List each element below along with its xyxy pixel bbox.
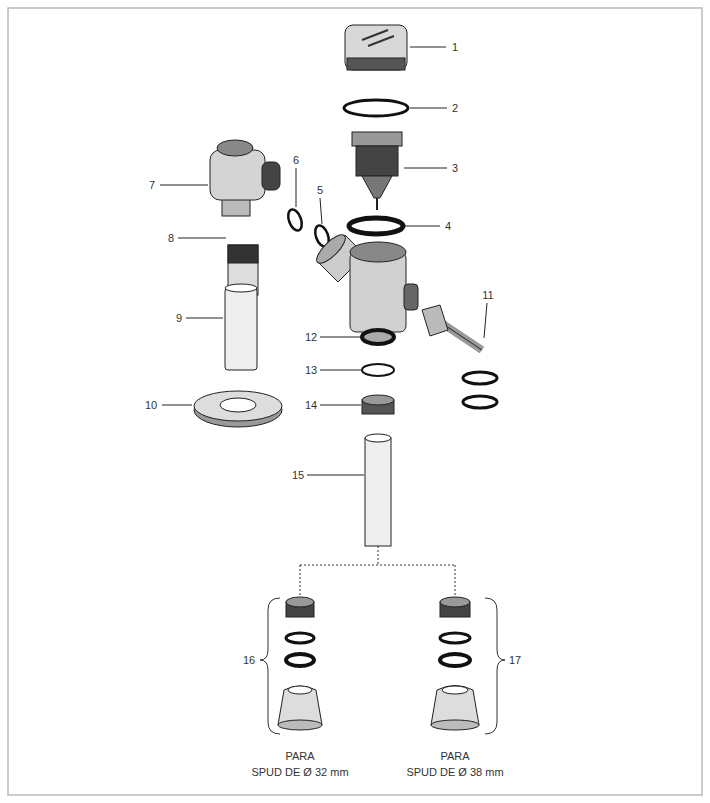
caption-text: PARA <box>285 750 314 762</box>
callout-number: 14 <box>305 399 317 411</box>
callout-number: 1 <box>452 41 458 53</box>
callout-number: 4 <box>445 220 451 232</box>
callout-number: 9 <box>176 312 182 324</box>
callout-number: 2 <box>452 102 458 114</box>
callout-number: 12 <box>305 331 317 343</box>
callout-number: 11 <box>482 289 493 301</box>
callout-number: 16 <box>243 654 255 666</box>
caption-text: SPUD DE Ø 38 mm <box>406 766 503 778</box>
callout-number: 5 <box>317 184 323 196</box>
caption-text: SPUD DE Ø 32 mm <box>251 766 348 778</box>
callout-number: 13 <box>305 364 317 376</box>
callout-number: 8 <box>168 232 174 244</box>
callout-number: 10 <box>145 399 157 411</box>
caption-text: PARA <box>440 750 469 762</box>
callout-number: 17 <box>509 654 521 666</box>
callout-number: 15 <box>292 469 304 481</box>
callout-number: 3 <box>452 162 458 174</box>
callout-number: 7 <box>149 179 155 191</box>
callout-number: 6 <box>293 154 299 166</box>
